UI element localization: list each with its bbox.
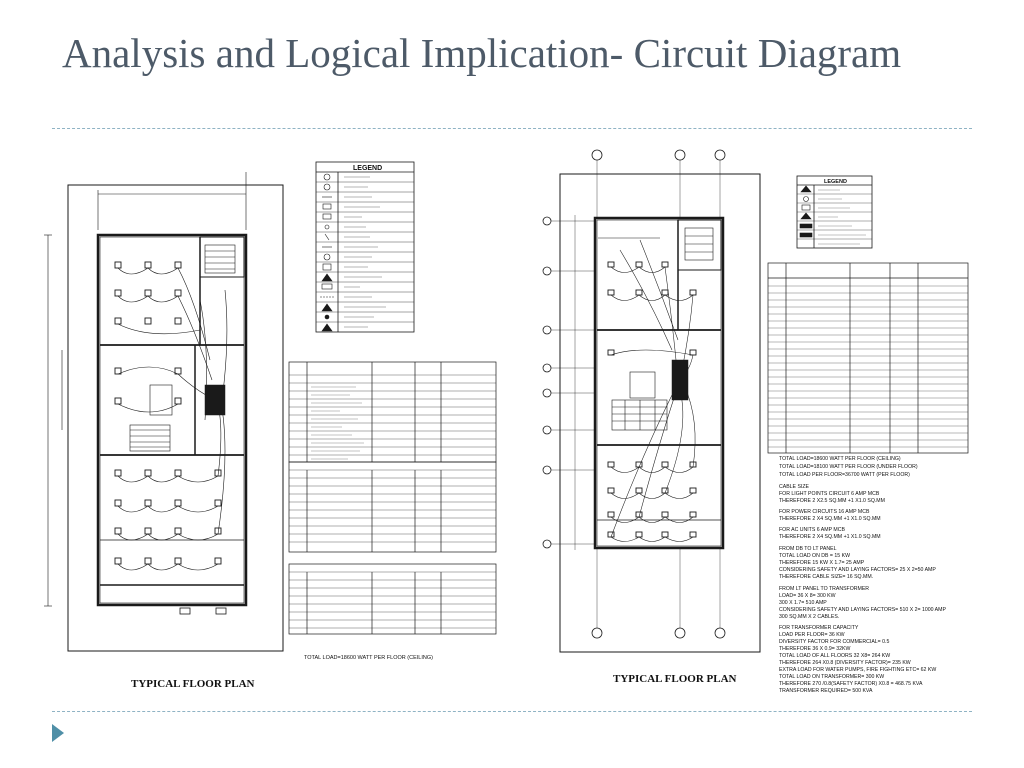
note-line: THEREFORE 36 X 0.9= 32KW xyxy=(779,646,850,652)
note-line: FROM DB TO LT PANEL xyxy=(779,546,837,552)
note-line: CABLE SIZE xyxy=(779,484,810,490)
note-line: EXTRA LOAD FOR WATER PUMPS, FIRE FIGHTIN… xyxy=(779,667,936,673)
note-line: TOTAL LOAD ON DB = 15 KW xyxy=(779,553,850,559)
note-line: TOTAL LOAD PER FLOOR=36700 WATT (PER FLO… xyxy=(779,472,910,478)
note-line: TOTAL LOAD=18600 WATT PER FLOOR (CEILING… xyxy=(779,456,901,462)
note-line: THEREFORE 264 X0.8 (DIVERSITY FACTOR)= 2… xyxy=(779,660,911,666)
note-line: THEREFORE CABLE SIZE= 16 SQ.MM. xyxy=(779,574,873,580)
note-line: LOAD PER FLOOR= 36 KW xyxy=(779,632,845,638)
note-line: FOR POWER CIRCUITS 16 AMP MCB xyxy=(779,509,870,515)
note-line: FOR AC UNITS 6 AMP MCB xyxy=(779,527,845,533)
note-line: TRANSFORMER REQUIRED= 500 KVA xyxy=(779,688,873,694)
left-legend-title: LEGEND xyxy=(353,165,382,172)
slide-bullet-icon xyxy=(52,724,64,742)
note-line: FOR LIGHT POINTS CIRCUIT 6 AMP MCB xyxy=(779,491,880,497)
left-legend xyxy=(315,161,415,333)
note-line: THEREFORE 2 X4 SQ.MM +1 X1.0 SQ.MM xyxy=(779,534,881,540)
note-line: TOTAL LOAD OF ALL FLOORS 32 X8= 264 KW xyxy=(779,653,890,659)
left-load-table xyxy=(288,361,497,635)
note-line: 300 X 1.7= 510 AMP xyxy=(779,600,827,606)
bottom-divider xyxy=(52,711,972,712)
right-load-table xyxy=(767,262,969,454)
left-plan-caption: TYPICAL FLOOR PLAN xyxy=(131,678,255,690)
note-line: LOAD= 36 X 8= 300 KW xyxy=(779,593,836,599)
note-line: THEREFORE 2 X4 SQ.MM +1 X1.0 SQ.MM xyxy=(779,516,881,522)
left-floor-plan xyxy=(44,172,284,652)
note-line: THEREFORE 270 /0.8(SAFETY FACTOR) X0.8 =… xyxy=(779,681,923,687)
right-legend-title: LEGEND xyxy=(824,179,847,185)
top-divider xyxy=(52,128,972,129)
note-line: FOR TRANSFORMER CAPACITY xyxy=(779,625,859,631)
slide-title: Analysis and Logical Implication- Circui… xyxy=(62,30,902,76)
note-line: CONSIDERING SAFETY AND LAYING FACTORS= 2… xyxy=(779,567,936,573)
note-line: TOTAL LOAD ON TRANSFORMER= 300 KW xyxy=(779,674,884,680)
note-line: 300 SQ.MM X 2 CABLES. xyxy=(779,614,839,620)
right-plan-caption: TYPICAL FLOOR PLAN xyxy=(613,673,737,685)
right-legend xyxy=(796,175,873,249)
left-total-load-note: TOTAL LOAD=18600 WATT PER FLOOR (CEILING… xyxy=(304,655,433,661)
note-line: TOTAL LOAD=18100 WATT PER FLOOR (UNDER F… xyxy=(779,464,918,470)
right-floor-plan xyxy=(542,149,761,653)
note-line: THEREFORE 2 X2.5 SQ.MM +1 X1.0 SQ.MM xyxy=(779,498,885,504)
note-line: FROM LT PANEL TO TRANSFORMER xyxy=(779,586,869,592)
note-line: DIVERSITY FACTOR FOR COMMERCIAL= 0.5 xyxy=(779,639,889,645)
note-line: THEREFORE 15 KW X 1.7= 25 AMP xyxy=(779,560,865,566)
right-load-notes: TOTAL LOAD=18600 WATT PER FLOOR (CEILING… xyxy=(779,456,946,694)
note-line: CONSIDERING SAFETY AND LAYING FACTORS= 5… xyxy=(779,607,946,613)
